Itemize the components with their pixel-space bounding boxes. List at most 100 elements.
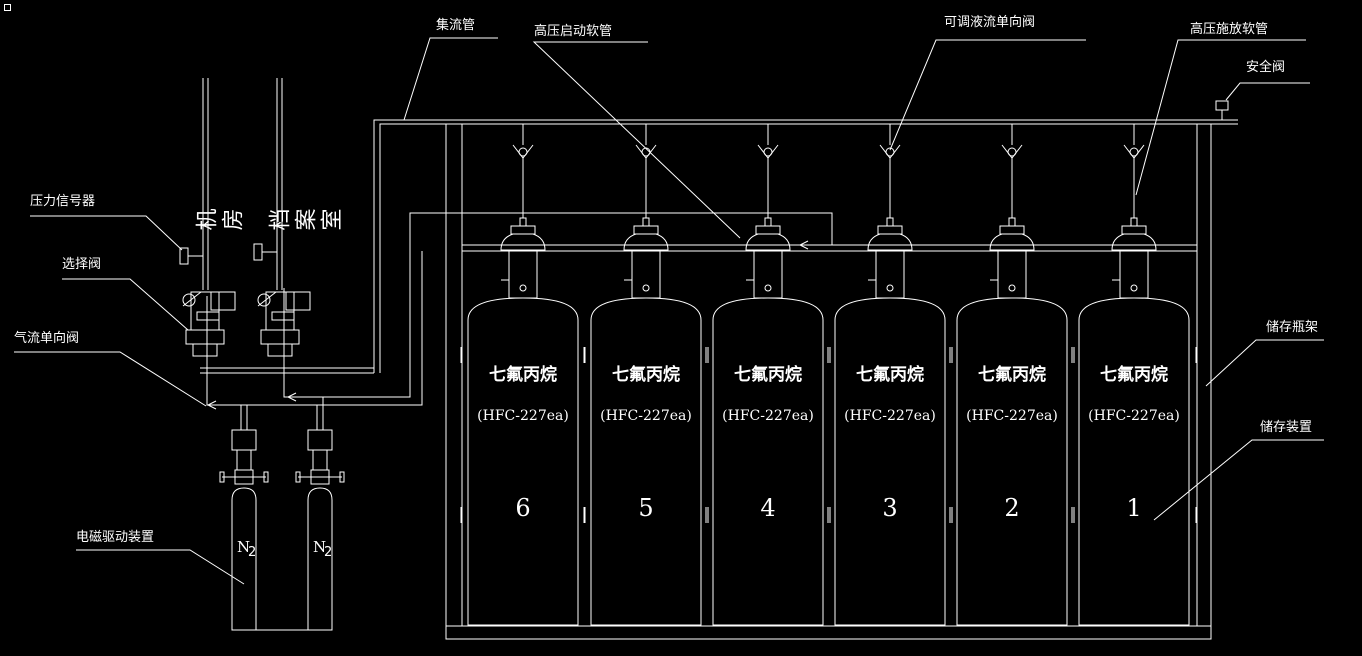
- label-storage-rack: 储存瓶架: [1266, 320, 1318, 335]
- check-valve-icon: [1129, 147, 1139, 157]
- selector-valve-handle: [182, 291, 202, 307]
- cylinder-neck: [886, 284, 894, 292]
- selector-valve: [267, 343, 293, 357]
- leader-line: [889, 39, 1086, 151]
- n2-cylinder: [231, 487, 257, 631]
- leader-line: [30, 215, 183, 251]
- selector-valve: [185, 329, 225, 345]
- selector-valve-handle: [257, 293, 271, 307]
- cylinder-valve: [623, 233, 669, 251]
- room-label-archive: 档案室: [268, 209, 346, 235]
- check-valve-icon: [763, 147, 773, 157]
- leader-line: [532, 41, 741, 239]
- collector-pipe: [379, 123, 1238, 373]
- cylinder-number: 4: [760, 494, 775, 522]
- selector-valve-handle: [257, 291, 277, 307]
- storage-cylinder: [590, 297, 702, 626]
- label-hp-start-hose: 高压启动软管: [534, 23, 612, 39]
- n2-subscript: 2: [248, 545, 256, 560]
- cylinder-valve: [519, 217, 527, 227]
- cylinder-valve: [886, 217, 894, 227]
- leader-line: [403, 37, 498, 121]
- check-valve-icon: [518, 147, 528, 157]
- cylinder-neck: [519, 284, 527, 292]
- cylinder-valve: [1130, 217, 1138, 227]
- storage-cylinder: [1078, 297, 1190, 626]
- cylinder-agent-name: 七氟丙烷: [856, 364, 924, 385]
- flow-arrow: [286, 392, 297, 402]
- storage-cylinder: [834, 297, 946, 626]
- check-valve-icon: [1007, 147, 1017, 157]
- label-hp-release-hose: 高压施放软管: [1190, 21, 1268, 37]
- cylinder-valve: [1111, 233, 1157, 251]
- solenoid-head: [231, 429, 257, 451]
- selector-valve-handle: [182, 293, 196, 307]
- selector-valve: [190, 291, 220, 331]
- cylinder-agent-name: 七氟丙烷: [612, 364, 680, 385]
- cylinder-agent-name: 七氟丙烷: [978, 364, 1046, 385]
- storage-cylinder: [467, 297, 579, 626]
- cylinder-valve: [989, 233, 1035, 251]
- flow-arrow: [206, 400, 217, 410]
- leader-line: [76, 549, 245, 585]
- n2-label: N: [313, 538, 326, 556]
- n2-valve: [219, 471, 225, 483]
- label-safety-valve: 安全阀: [1246, 59, 1285, 75]
- cylinder-agent-code: (HFC-227ea): [1088, 408, 1180, 424]
- cylinder-agent-code: (HFC-227ea): [600, 408, 692, 424]
- pressure-switch: [179, 247, 189, 265]
- cylinder-number: 5: [638, 494, 653, 522]
- solenoid-body: [236, 449, 252, 471]
- cylinder-neck: [764, 284, 772, 292]
- n2-label: N: [237, 538, 250, 556]
- cylinder-agent-code: (HFC-227ea): [722, 408, 814, 424]
- storage-cylinder: [712, 297, 824, 626]
- cylinder-valve: [500, 233, 546, 251]
- leader-line: [1225, 82, 1310, 101]
- cylinder-valve: [510, 225, 536, 235]
- cylinder-valve: [1008, 217, 1016, 227]
- cylinder-number: 2: [1004, 494, 1019, 522]
- storage-rack-frame: [445, 123, 1212, 640]
- cylinder-valve: [755, 225, 781, 235]
- corner-marker: [4, 4, 11, 11]
- selector-valve: [192, 343, 218, 357]
- cylinder-valve: [745, 233, 791, 251]
- cylinder-valve: [999, 225, 1025, 235]
- flow-arrow: [798, 240, 809, 250]
- label-gas-check-valve: 气流单向阀: [14, 330, 79, 346]
- n2-cylinder: [307, 487, 333, 631]
- cylinder-agent-code: (HFC-227ea): [477, 408, 569, 424]
- cylinder-valve: [867, 233, 913, 251]
- solenoid-body: [312, 449, 328, 471]
- storage-cylinder: [956, 297, 1068, 626]
- label-solenoid-driver: 电磁驱动装置: [76, 530, 154, 545]
- leader-line: [14, 351, 207, 407]
- leader-line: [1135, 39, 1306, 196]
- label-storage-device: 储存装置: [1260, 420, 1312, 435]
- selector-valve-actuator: [210, 291, 236, 311]
- cylinder-valve: [633, 225, 659, 235]
- cylinder-agent-code: (HFC-227ea): [966, 408, 1058, 424]
- cylinder-valve: [642, 217, 650, 227]
- storage-rack-inner: [461, 123, 1198, 627]
- cylinder-agent-code: (HFC-227ea): [844, 408, 936, 424]
- collector-pipe: [373, 119, 1238, 373]
- cylinder-agent-name: 七氟丙烷: [1100, 364, 1168, 385]
- selector-valve-actuator: [196, 311, 220, 321]
- cylinder-neck: [1130, 284, 1138, 292]
- selector-valve: [265, 291, 295, 331]
- cylinder-valve: [877, 225, 903, 235]
- label-collector-pipe: 集流管: [436, 17, 475, 33]
- safety-valve: [1215, 100, 1229, 111]
- leader-line: [1205, 339, 1324, 387]
- label-pressure-switch: 压力信号器: [30, 194, 95, 209]
- cylinder-neck: [642, 284, 650, 292]
- cylinder-neck: [1008, 284, 1016, 292]
- leader-line: [62, 278, 189, 331]
- pressure-switch: [253, 243, 263, 261]
- cylinder-number: 3: [882, 494, 897, 522]
- cylinder-agent-name: 七氟丙烷: [734, 364, 802, 385]
- cylinder-agent-name: 七氟丙烷: [489, 364, 557, 385]
